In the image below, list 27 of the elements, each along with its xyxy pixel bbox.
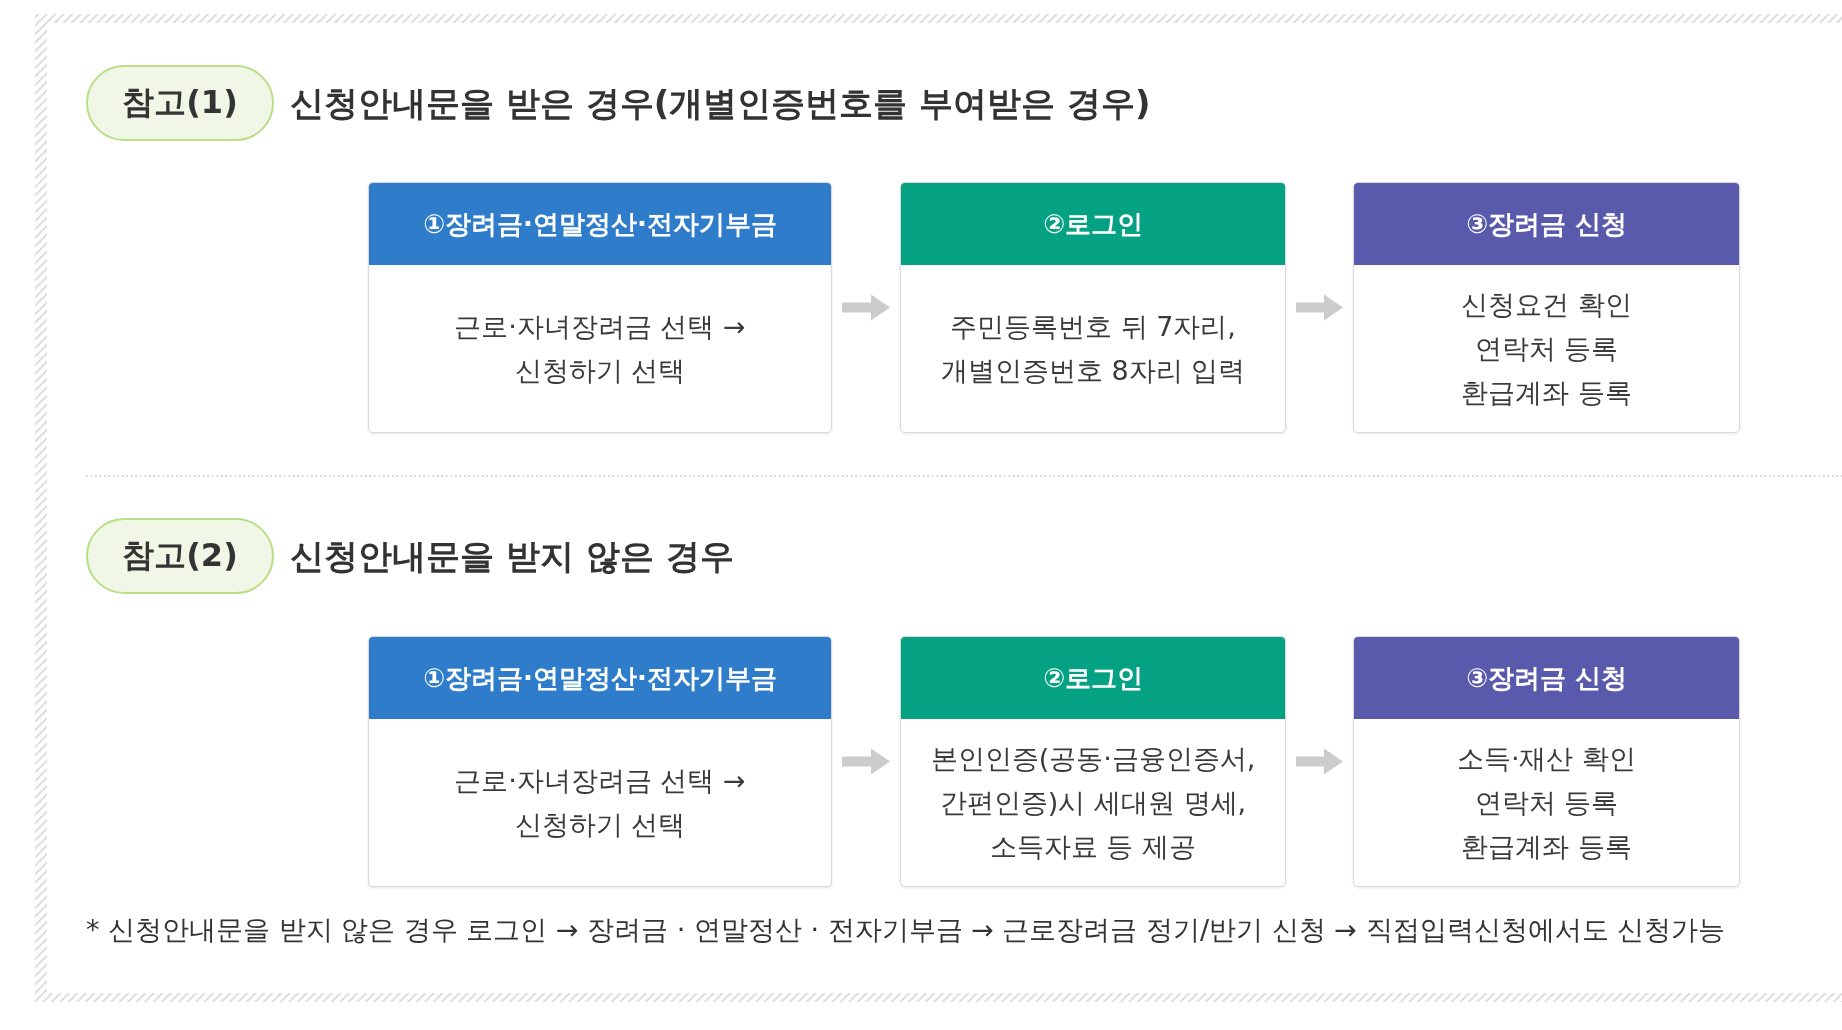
footnote: * 신청안내문을 받지 않은 경우 로그인 → 장려금 · 연말정산 · 전자기부금 → 근로장려금 정기/반기 신청 → 직접입력신청에서도 신청가능 [86, 913, 1726, 947]
step-description: 본인인증(공동·금융인증서, 간편인증)시 세대원 명세, 소득자료 등 제공 [929, 741, 1257, 864]
step-description: 신청요건 확인 연락처 등록 환급계좌 등록 [1460, 287, 1633, 410]
step-description: 근로·자녀장려금 선택 → 신청하기 선택 [453, 763, 747, 842]
step-card [1353, 636, 1740, 887]
reference-tag: 참고(2) [86, 518, 274, 594]
step-description: 근로·자녀장려금 선택 → 신청하기 선택 [453, 309, 747, 388]
reference-tag: 참고(1) [86, 65, 274, 141]
card-header: ②로그인 [901, 637, 1285, 719]
card-header: ①장려금·연말정산·전자기부금 [369, 637, 831, 719]
step-card [900, 636, 1286, 887]
card-header: ②로그인 [901, 183, 1285, 265]
heading-text: 신청안내문을 받지 않은 경우 [290, 535, 734, 578]
heading-text: 신청안내문을 받은 경우(개별인증번호를 부여받은 경우) [290, 82, 1151, 125]
step-card [1353, 182, 1740, 433]
step-card [368, 636, 832, 887]
arrow [842, 294, 890, 321]
arrow [1296, 294, 1343, 321]
step-description: 주민등록번호 뒤 7자리, 개별인증번호 8자리 입력 [939, 309, 1247, 388]
card-header: ③장려금 신청 [1354, 183, 1739, 265]
step-card [900, 182, 1286, 433]
step-card [368, 182, 832, 433]
card-header: ③장려금 신청 [1354, 637, 1739, 719]
arrow [842, 748, 890, 775]
arrow [1296, 748, 1343, 775]
card-header: ①장려금·연말정산·전자기부금 [369, 183, 831, 265]
step-description: 소득·재산 확인 연락처 등록 환급계좌 등록 [1455, 741, 1638, 864]
